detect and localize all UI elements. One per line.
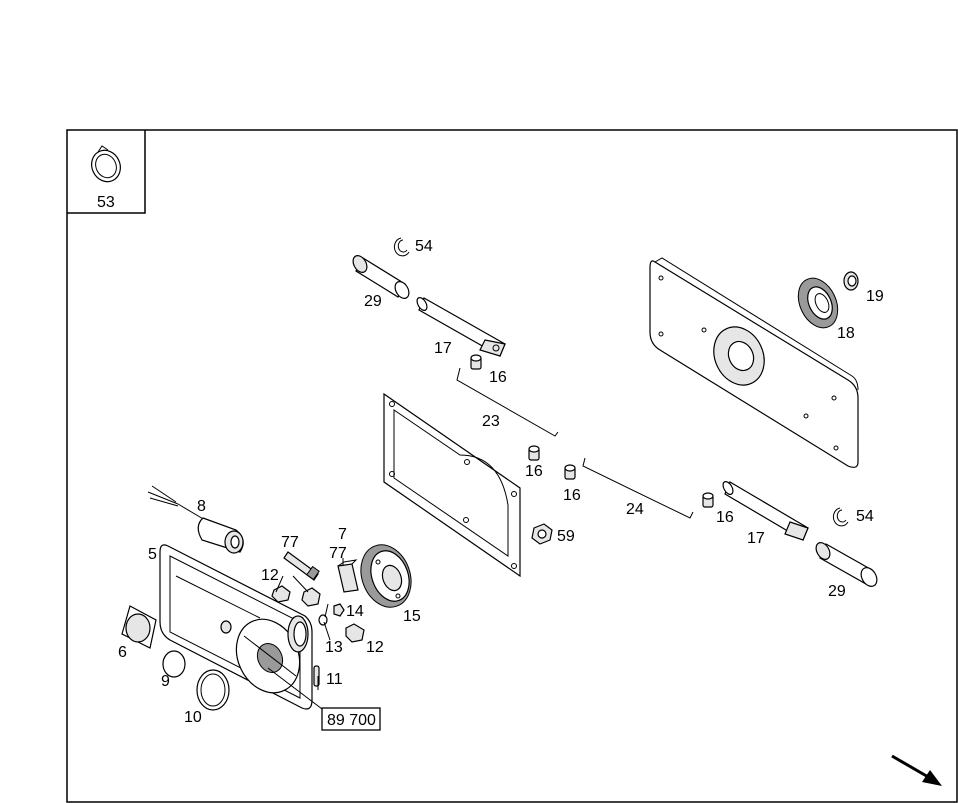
callout-29-top: 29 (364, 293, 382, 310)
screw-14 (333, 603, 345, 617)
direction-arrow-icon (891, 754, 942, 786)
callout-16-b: 16 (525, 463, 543, 480)
callout-59: 59 (557, 528, 575, 545)
callout-77-right: 77 (329, 545, 347, 562)
snap-ring-53-icon (91, 145, 121, 183)
screw-77-left (283, 551, 320, 581)
inset-box: 53 (67, 130, 146, 214)
block-7 (337, 559, 359, 593)
gasket-plate (383, 392, 521, 578)
sensor-8 (147, 485, 244, 554)
callout-18: 18 (837, 325, 855, 342)
callout-15: 15 (403, 608, 421, 625)
snap-ring-54-right (832, 507, 849, 527)
flange-15 (360, 544, 412, 608)
callout-5: 5 (148, 546, 157, 563)
callout-11: 11 (326, 671, 343, 688)
callout-54-top: 54 (415, 238, 433, 255)
callout-13: 13 (325, 639, 343, 656)
callout-24: 24 (626, 501, 644, 518)
callouts: 54 29 17 16 23 16 16 24 16 17 54 29 59 1… (118, 238, 884, 726)
nipple-16a (470, 354, 482, 370)
nipple-16d (702, 492, 714, 508)
callout-29-right: 29 (828, 583, 846, 600)
sleeve-29-right (815, 542, 878, 587)
callout-16-a: 16 (489, 369, 507, 386)
reference-label: 89 700 (327, 712, 376, 729)
callout-17-right: 17 (747, 530, 765, 547)
leader-lines (267, 558, 344, 713)
washer-13 (318, 614, 328, 626)
callout-16-d: 16 (716, 509, 734, 526)
lens-9 (162, 650, 186, 678)
bearing-cap (287, 615, 309, 653)
snap-ring-54-top (393, 237, 410, 257)
callout-8: 8 (197, 498, 206, 515)
sleeve-29-top (352, 255, 410, 299)
screw-12-left-b (301, 587, 321, 607)
callout-54-right: 54 (856, 508, 874, 525)
callout-53: 53 (97, 194, 115, 211)
callout-12-right: 12 (366, 639, 384, 656)
diagram-frame (66, 129, 958, 803)
callout-17-top: 17 (434, 340, 452, 357)
shaft-17-top (416, 297, 506, 357)
o-ring-10 (196, 669, 230, 711)
nut-59 (531, 523, 553, 545)
callout-6: 6 (118, 644, 127, 661)
nipple-16c (564, 464, 576, 480)
bushing-19 (843, 271, 859, 291)
rod-23 (456, 367, 559, 437)
seal-ring-18 (797, 277, 839, 329)
large-cover-plate (649, 257, 859, 468)
shaft-17-right (722, 481, 809, 541)
screw-12-right (345, 623, 365, 643)
nipple-16b (528, 445, 540, 461)
callout-10: 10 (184, 709, 202, 726)
reference-box-89700[interactable]: 89 700 (321, 707, 381, 731)
window-6 (121, 605, 157, 649)
callout-14: 14 (346, 603, 364, 620)
callout-16-c: 16 (563, 487, 581, 504)
callout-23: 23 (482, 413, 500, 430)
callout-77-left: 77 (281, 534, 299, 551)
callout-12-left: 12 (261, 567, 279, 584)
callout-9: 9 (161, 673, 170, 690)
callout-7: 7 (338, 526, 347, 543)
rod-24 (582, 457, 694, 519)
callout-19: 19 (866, 288, 884, 305)
screw-12-left-a (271, 585, 291, 603)
